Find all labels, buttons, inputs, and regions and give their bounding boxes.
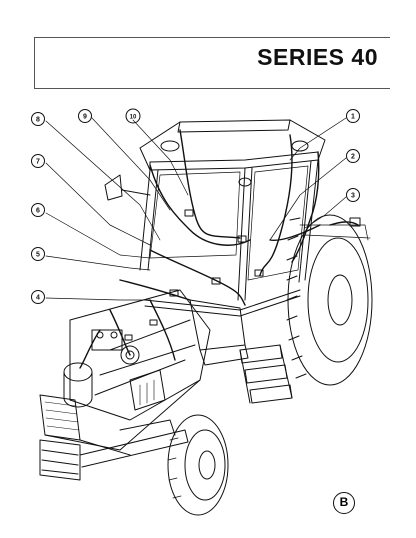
callout-2: 2 — [351, 154, 355, 161]
wiring-harness — [79, 129, 359, 369]
engine-block — [39, 289, 211, 456]
callout-6: 6 — [36, 208, 40, 215]
cab-steps — [239, 344, 293, 404]
callout-8-circle — [31, 112, 45, 126]
callout-7: 7 — [36, 159, 40, 166]
callout-3: 3 — [351, 193, 355, 200]
callout-9-circle — [78, 109, 92, 123]
fuel-tank — [189, 299, 249, 366]
callout-10-circle — [125, 108, 141, 124]
callout-10: 10 — [130, 115, 137, 121]
harness-connectors — [124, 209, 361, 341]
callout-5: 5 — [36, 252, 40, 259]
callout-2-circle — [346, 149, 360, 163]
callout-3-circle — [346, 188, 360, 202]
callout-6-circle — [31, 203, 45, 217]
callout-4: 4 — [36, 295, 40, 302]
callout-labels: 1 2 3 4 5 6 7 8 9 10 — [36, 114, 355, 302]
callout-4-circle — [31, 290, 45, 304]
callout-circles — [31, 108, 360, 304]
callout-5-circle — [31, 247, 45, 261]
front-wheel — [167, 414, 229, 516]
front-axle — [39, 419, 189, 481]
leader-lines — [45, 117, 347, 301]
callout-1: 1 — [351, 114, 355, 121]
callout-8: 8 — [36, 117, 40, 124]
callout-7-circle — [31, 154, 45, 168]
callout-1-circle — [346, 109, 360, 123]
callout-9: 9 — [83, 114, 87, 121]
page-title: SERIES 40 — [257, 44, 378, 70]
plate-letter-badge: B — [333, 492, 355, 514]
rear-wheel — [286, 214, 373, 386]
title-frame — [34, 37, 390, 89]
